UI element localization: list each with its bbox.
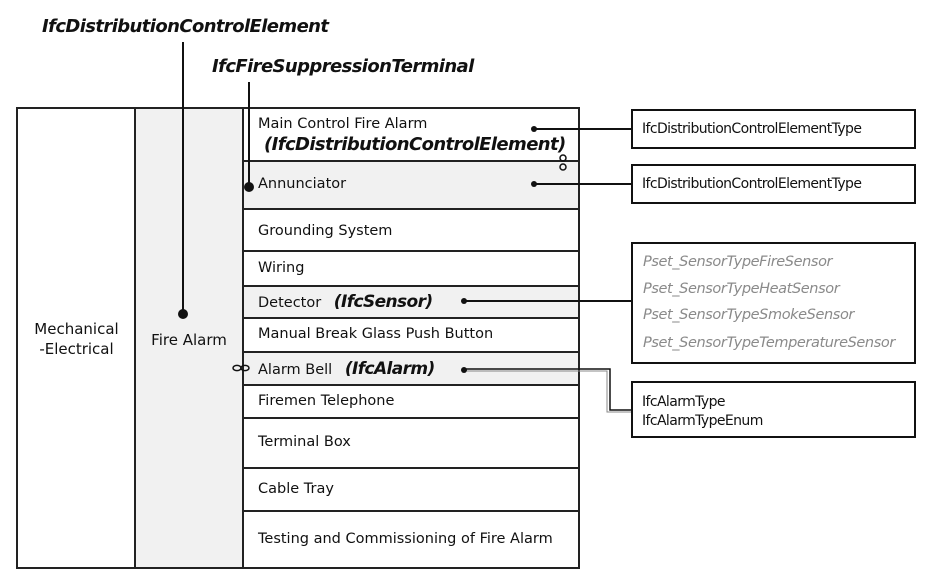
row-grounding-system: Grounding System <box>242 210 580 252</box>
discipline-label-line1: Mechanical <box>34 320 119 338</box>
chain-link-icon <box>232 364 250 372</box>
row-testing-commissioning: Testing and Commissioning of Fire Alarm <box>242 512 580 569</box>
connector-alarm-bell-outer <box>464 368 631 411</box>
row-ifc-class: (IfcSensor) <box>333 292 433 312</box>
link-hook-icon <box>559 154 567 171</box>
alarm-type-label: IfcAlarmType <box>642 394 726 410</box>
row-label: Annunciator <box>258 176 347 192</box>
row-terminal-box: Terminal Box <box>242 419 580 469</box>
connector-dot-fire-alarm <box>178 309 188 319</box>
discipline-label-line2: -Electrical <box>39 340 114 358</box>
discipline-column: Mechanical -Electrical <box>16 107 135 569</box>
pset-smoke-sensor: Pset_SensorTypeSmokeSensor <box>643 307 854 323</box>
row-cable-tray: Cable Tray <box>242 469 580 512</box>
row-label: Grounding System <box>258 223 393 239</box>
row-manual-break-glass: Manual Break Glass Push Button <box>242 319 580 353</box>
row-label: Detector <box>258 295 322 311</box>
row-label-group: Alarm Bell (IfcAlarm) <box>258 359 435 379</box>
row-label: Cable Tray <box>258 481 334 497</box>
row-label: Testing and Commissioning of Fire Alarm <box>258 531 553 547</box>
row-label: Manual Break Glass Push Button <box>258 326 494 342</box>
row-label: Alarm Bell <box>258 362 333 378</box>
row-label: Wiring <box>258 260 305 276</box>
connector-dot-detector <box>461 298 467 304</box>
connector-dot-annunciator-type <box>531 181 537 187</box>
discipline-label: Mechanical -Electrical <box>18 319 135 359</box>
pset-heat-sensor: Pset_SensorTypeHeatSensor <box>643 281 840 297</box>
row-ifc-class: (IfcAlarm) <box>344 359 436 379</box>
header-ifc-distribution-control-element: IfcDistributionControlElement <box>42 16 329 37</box>
row-label: Terminal Box <box>258 434 351 450</box>
pset-box-sensor: Pset_SensorTypeFireSensor Pset_SensorTyp… <box>631 242 916 364</box>
row-label: Main Control Fire Alarm <box>258 116 428 132</box>
pset-fire-sensor: Pset_SensorTypeFireSensor <box>643 254 833 270</box>
row-ifc-class: (IfcDistributionControlElement) <box>264 134 566 155</box>
pset-temperature-sensor: Pset_SensorTypeTemperatureSensor <box>643 335 895 351</box>
connector-dot-main-control <box>531 126 537 132</box>
type-box-main-control: IfcDistributionControlElementType <box>631 109 916 149</box>
system-label: Fire Alarm <box>151 331 227 349</box>
row-main-control-fire-alarm: Main Control Fire Alarm (IfcDistribution… <box>242 107 580 162</box>
connector-alarm-bell-inner <box>464 370 631 413</box>
row-detector: Detector (IfcSensor) <box>242 287 580 319</box>
row-label: Firemen Telephone <box>258 393 395 409</box>
type-label: IfcDistributionControlElementType <box>642 176 862 192</box>
header-ifc-fire-suppression-terminal: IfcFireSuppressionTerminal <box>212 56 474 77</box>
type-box-annunciator: IfcDistributionControlElementType <box>631 164 916 204</box>
connector-dot-annunciator <box>244 182 254 192</box>
row-label-group: Detector (IfcSensor) <box>258 292 433 312</box>
row-annunciator: Annunciator <box>242 162 580 210</box>
alarm-type-enum-label: IfcAlarmTypeEnum <box>642 413 763 429</box>
type-label: IfcDistributionControlElementType <box>642 121 862 137</box>
connector-dot-alarm-bell <box>461 367 467 373</box>
type-box-alarm: IfcAlarmType IfcAlarmTypeEnum <box>631 381 916 438</box>
row-wiring: Wiring <box>242 252 580 287</box>
row-firemen-telephone: Firemen Telephone <box>242 386 580 419</box>
